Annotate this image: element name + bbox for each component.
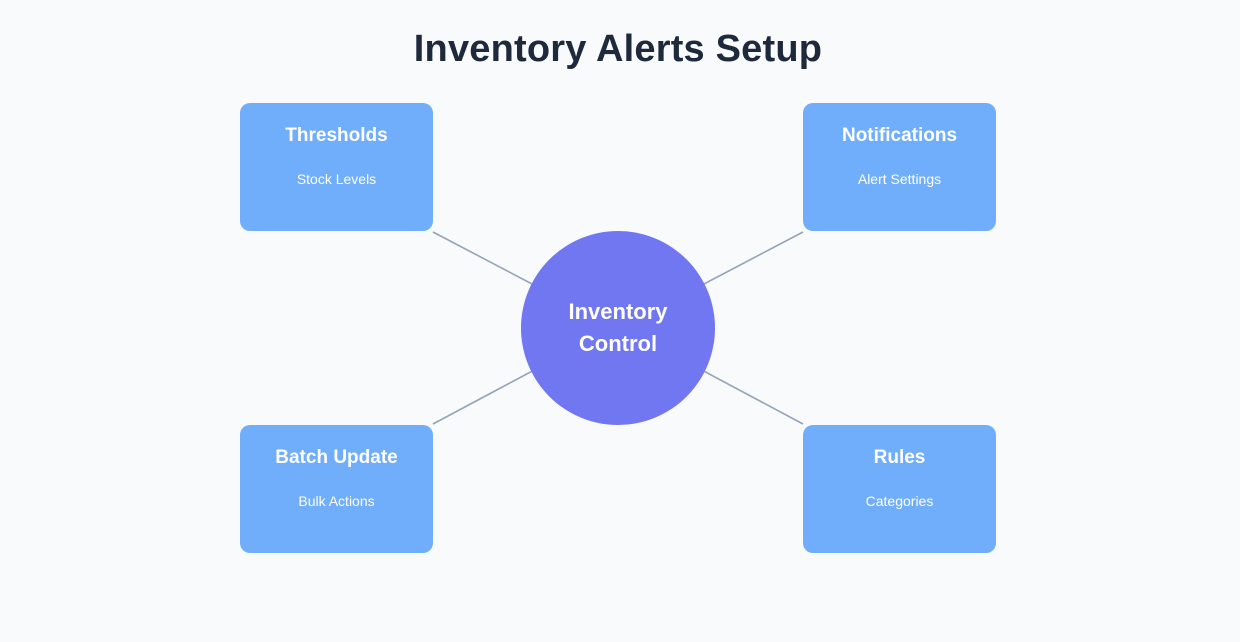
node-batch-update: Batch Update Bulk Actions (240, 425, 433, 553)
node-title: Batch Update (275, 447, 398, 468)
node-thresholds: Thresholds Stock Levels (240, 103, 433, 231)
node-rules: Rules Categories (803, 425, 996, 553)
node-title: Notifications (841, 125, 958, 146)
node-subtitle: Alert Settings (857, 171, 942, 187)
page-title: Inventory Alerts Setup (413, 28, 823, 70)
hub-node: Inventory Control (521, 231, 715, 425)
node-subtitle: Bulk Actions (298, 493, 375, 509)
node-subtitle: Stock Levels (296, 171, 377, 187)
node-notifications: Notifications Alert Settings (803, 103, 996, 231)
node-subtitle: Categories (865, 493, 934, 509)
node-title: Rules (873, 447, 926, 468)
node-title: Thresholds (285, 125, 388, 146)
hub-label: Inventory Control (568, 299, 668, 356)
